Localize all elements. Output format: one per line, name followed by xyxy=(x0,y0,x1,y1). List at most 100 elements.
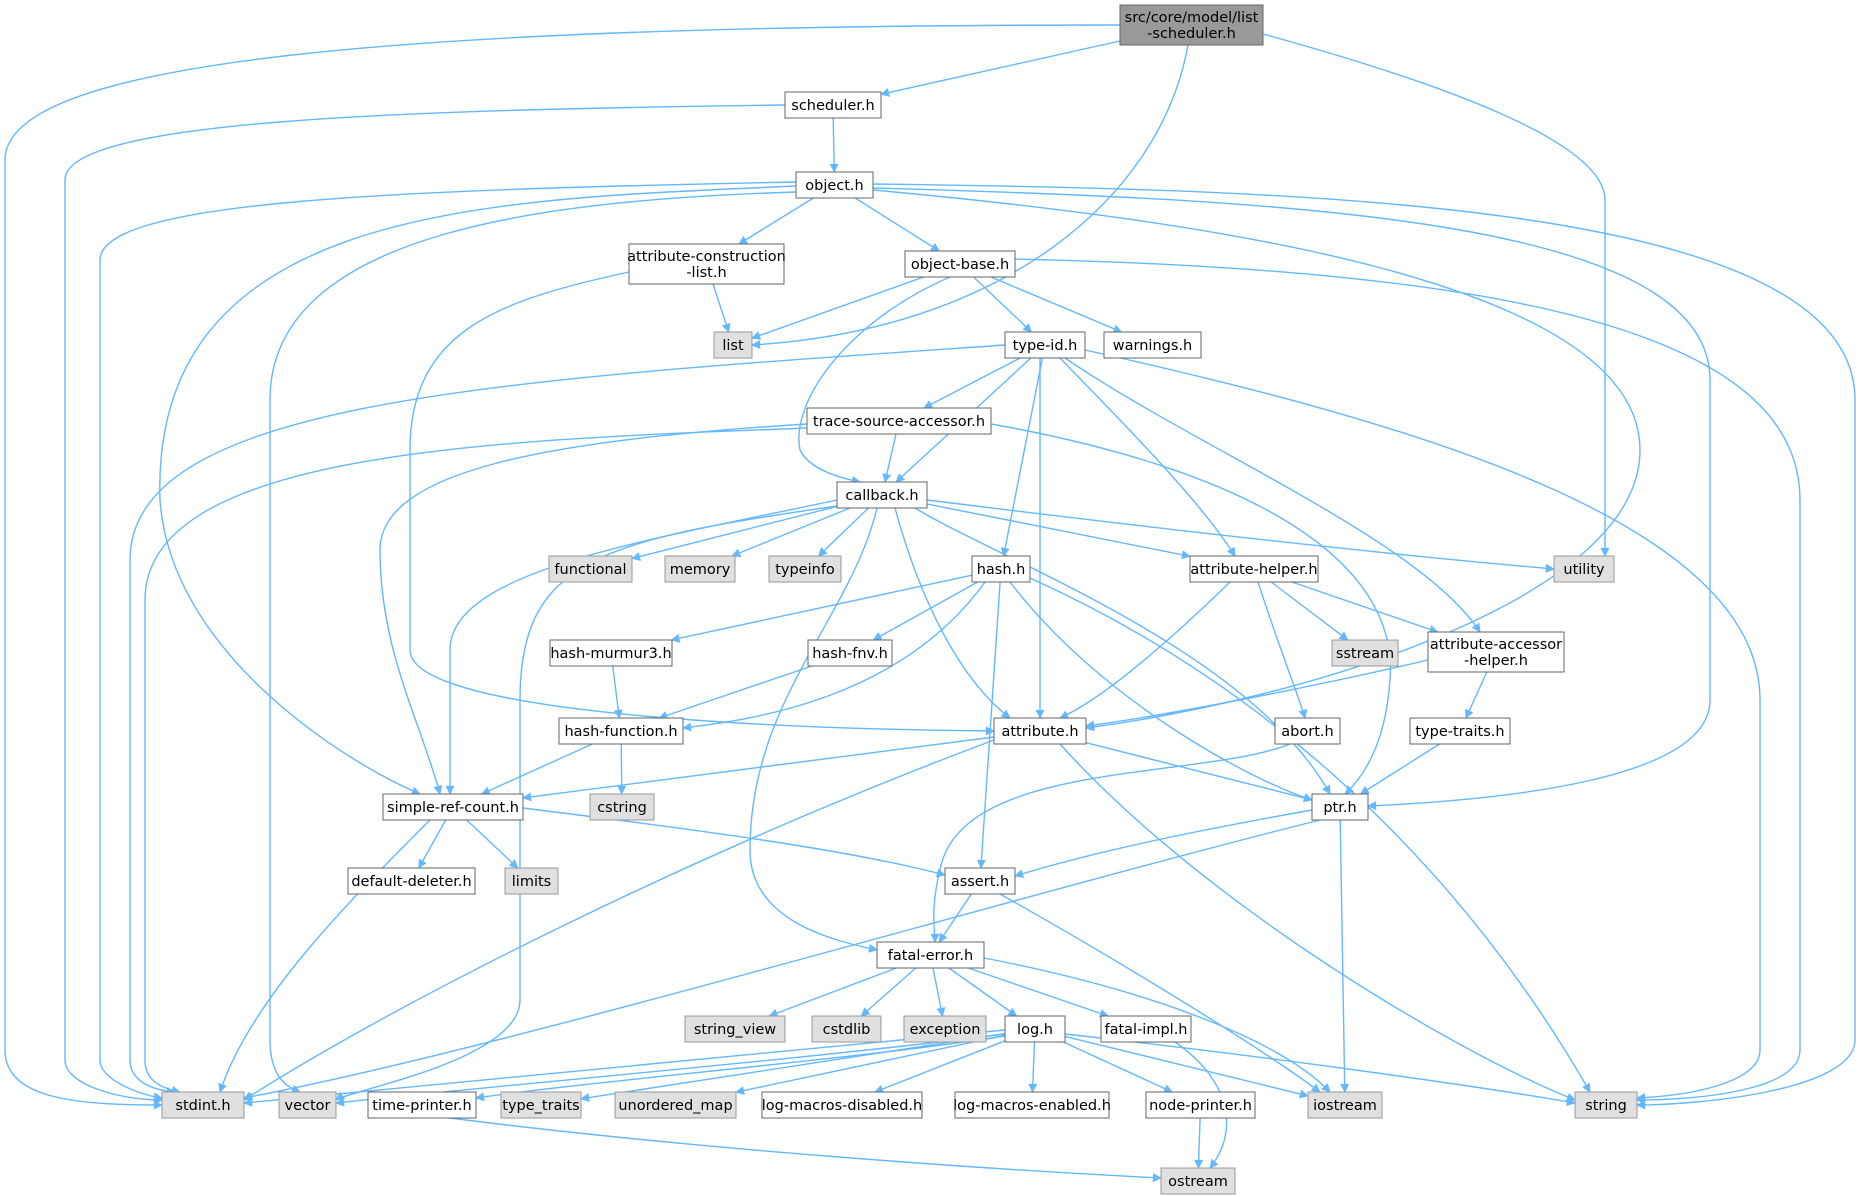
node-hash[interactable]: hash.h xyxy=(971,555,1031,583)
node-label: object.h xyxy=(805,178,863,194)
node-object[interactable]: object.h xyxy=(795,171,874,199)
node-label: functional xyxy=(554,562,626,578)
node-label: assert.h xyxy=(951,874,1009,890)
node-box xyxy=(278,1091,337,1119)
edge-attribute-to-simple-ref xyxy=(522,736,995,802)
edge-hash-fnv-to-hash-function xyxy=(658,665,813,720)
node-hash-function[interactable]: hash-function.h xyxy=(558,717,684,745)
node-label: sstream xyxy=(1336,646,1394,662)
node-scheduler[interactable]: scheduler.h xyxy=(784,91,882,119)
node-box xyxy=(836,481,928,509)
edge-object-to-attr-construction xyxy=(738,197,814,245)
edge-object-to-attribute xyxy=(872,189,1641,732)
node-object-base[interactable]: object-base.h xyxy=(904,250,1016,278)
node-sstream: sstream xyxy=(1331,639,1399,667)
node-hash-fnv[interactable]: hash-fnv.h xyxy=(807,639,893,667)
edge-assert-to-iostream xyxy=(999,893,1321,1093)
node-box xyxy=(664,555,736,583)
edge-type-id-to-string xyxy=(1084,349,1761,1103)
edge-abort-to-fatal-error xyxy=(930,743,1291,943)
edge-simple-ref-to-default-deleter xyxy=(418,819,447,869)
edge-type-id-to-attr-accessor xyxy=(1064,357,1481,633)
node-box xyxy=(1119,4,1264,46)
node-type-id[interactable]: type-id.h xyxy=(1004,331,1086,359)
node-box xyxy=(768,555,842,583)
node-typeinfo: typeinfo xyxy=(768,555,842,583)
edge-simple-ref-to-assert xyxy=(522,807,946,878)
node-warnings[interactable]: warnings.h xyxy=(1103,331,1202,359)
node-box xyxy=(971,555,1031,583)
node-box xyxy=(1553,555,1615,583)
node-assert[interactable]: assert.h xyxy=(944,867,1016,895)
edge-attr-accessor-to-type-traits-h xyxy=(1465,671,1488,719)
edge-callback-to-vector xyxy=(335,505,838,1101)
node-box xyxy=(1331,639,1399,667)
node-trace-source[interactable]: trace-source-accessor.h xyxy=(806,407,992,435)
node-box xyxy=(1004,1015,1066,1043)
edge-root-to-list xyxy=(751,44,1189,349)
edge-object-base-to-callback xyxy=(798,276,951,485)
edge-attr-helper-to-abort xyxy=(1257,581,1308,719)
node-default-deleter[interactable]: default-deleter.h xyxy=(347,867,476,895)
node-box xyxy=(504,867,559,895)
node-attr-construction[interactable]: attribute-construction-list.h xyxy=(627,243,786,285)
node-box xyxy=(684,1015,786,1043)
edge-hash-to-hash-fnv xyxy=(872,581,978,641)
edge-log-to-string xyxy=(1064,1033,1576,1107)
node-label: string xyxy=(1585,1098,1627,1114)
node-box xyxy=(589,793,655,821)
node-utility: utility xyxy=(1553,555,1615,583)
node-label: fatal-error.h xyxy=(888,948,973,964)
node-log-enabled[interactable]: log-macros-enabled.h xyxy=(953,1091,1111,1119)
node-label: exception xyxy=(910,1022,981,1038)
node-simple-ref[interactable]: simple-ref-count.h xyxy=(382,793,524,821)
node-label: type-id.h xyxy=(1013,338,1078,354)
node-abort[interactable]: abort.h xyxy=(1274,717,1341,745)
node-box xyxy=(1307,1091,1383,1119)
edge-object-to-simple-ref xyxy=(159,185,797,795)
node-box xyxy=(500,1091,582,1119)
node-callback[interactable]: callback.h xyxy=(836,481,928,509)
edge-hash-murmur-to-hash-function xyxy=(612,665,623,719)
edge-node-printer-to-ostream xyxy=(1194,1117,1204,1169)
edge-object-base-to-warnings xyxy=(990,276,1123,334)
edge-log-to-node-printer xyxy=(1063,1041,1174,1093)
node-node-printer[interactable]: node-printer.h xyxy=(1145,1091,1256,1119)
node-hash-murmur[interactable]: hash-murmur3.h xyxy=(549,639,673,667)
edge-simple-ref-to-limits xyxy=(466,819,519,869)
node-ptr[interactable]: ptr.h xyxy=(1311,793,1369,821)
node-box xyxy=(954,1091,1110,1119)
edge-trace-source-to-stdint xyxy=(144,427,808,1095)
node-root[interactable]: src/core/model/list-scheduler.h xyxy=(1119,4,1264,46)
node-box xyxy=(944,867,1016,895)
node-label: src/core/model/list xyxy=(1125,10,1259,26)
node-box xyxy=(795,171,874,199)
node-time-printer[interactable]: time-printer.h xyxy=(367,1091,477,1119)
node-label: hash-function.h xyxy=(564,724,677,740)
node-fatal-error[interactable]: fatal-error.h xyxy=(876,941,985,969)
node-box xyxy=(903,1015,987,1043)
edge-callback-to-attr-helper xyxy=(926,503,1191,560)
node-label: unordered_map xyxy=(618,1098,732,1114)
node-label: warnings.h xyxy=(1113,338,1192,354)
edge-callback-to-fatal-error xyxy=(749,507,878,953)
node-attr-helper[interactable]: attribute-helper.h xyxy=(1189,555,1319,583)
edge-type-id-to-hash xyxy=(1000,357,1044,557)
node-attr-accessor[interactable]: attribute-accessor-helper.h xyxy=(1427,631,1565,673)
node-attribute[interactable]: attribute.h xyxy=(993,717,1087,745)
node-label: cstdlib xyxy=(823,1022,871,1038)
edge-type-id-to-stdint xyxy=(129,344,1006,1096)
edge-object-to-ptr xyxy=(872,187,1711,811)
node-label: simple-ref-count.h xyxy=(387,800,519,816)
node-log-disabled[interactable]: log-macros-disabled.h xyxy=(761,1091,923,1119)
node-label: vector xyxy=(285,1098,331,1114)
node-label: attribute-construction xyxy=(627,249,786,265)
node-memory: memory xyxy=(664,555,736,583)
node-label: attribute-helper.h xyxy=(1190,562,1317,578)
edge-scheduler-to-object xyxy=(829,117,839,173)
node-fatal-impl[interactable]: fatal-impl.h xyxy=(1100,1015,1192,1043)
node-label: typeinfo xyxy=(775,562,835,578)
node-layer: src/core/model/list-scheduler.h scheduler… xyxy=(161,4,1638,1195)
node-type-traits-h[interactable]: type-traits.h xyxy=(1409,717,1511,745)
node-log[interactable]: log.h xyxy=(1004,1015,1066,1043)
